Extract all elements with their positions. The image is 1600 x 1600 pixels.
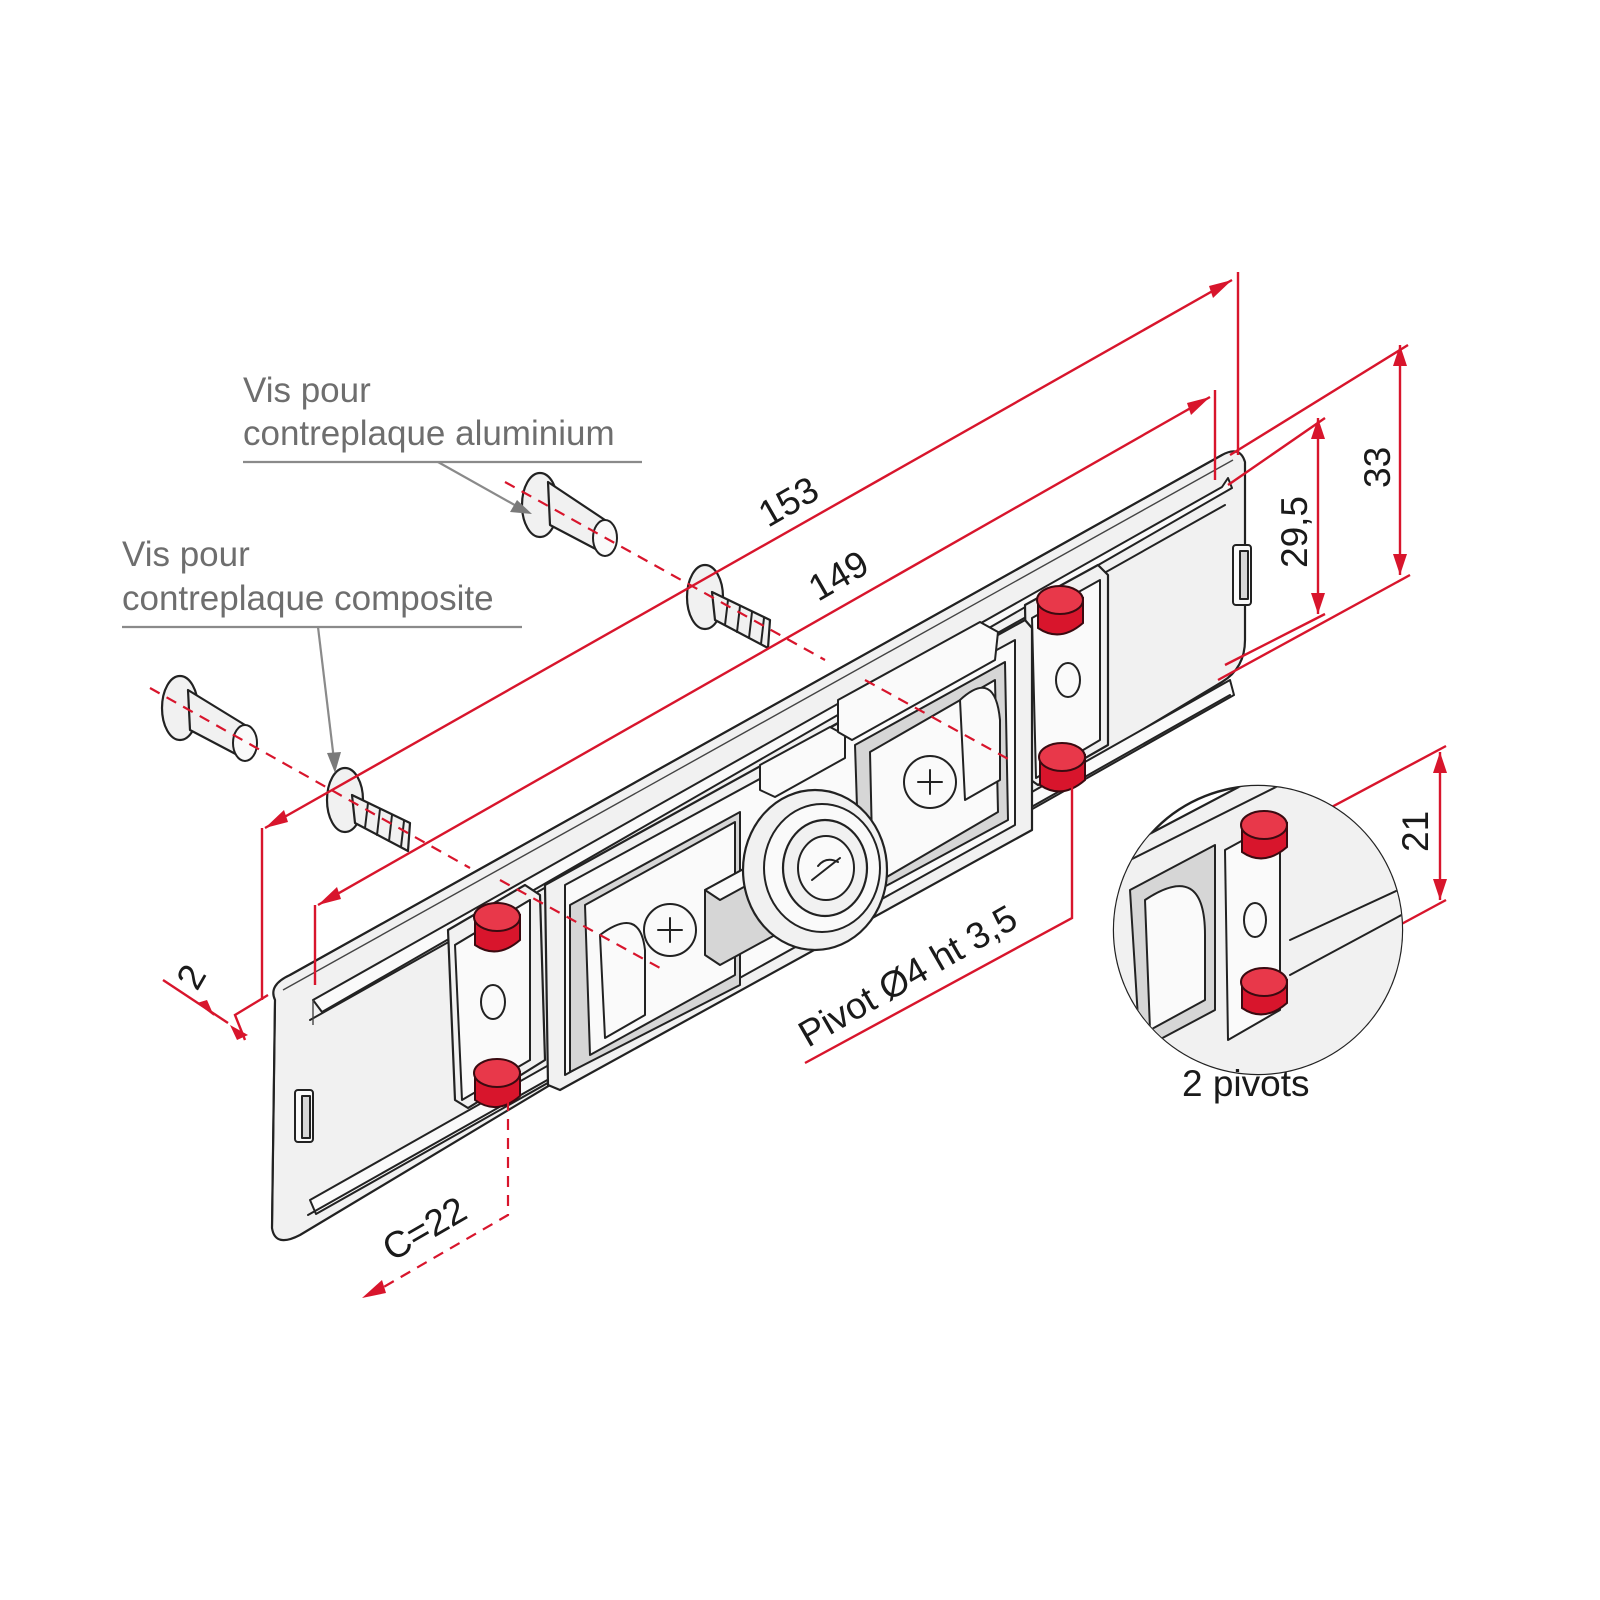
screw-aluminium-upper bbox=[520, 471, 618, 557]
strike-plate-assembly bbox=[270, 450, 1252, 1242]
pivot-detail-view bbox=[1112, 784, 1404, 1076]
callout-composite-line2: contreplaque composite bbox=[122, 579, 494, 618]
callout-aluminium-line1: Vis pour bbox=[243, 371, 371, 410]
callout-aluminium-line2: contreplaque aluminium bbox=[243, 414, 615, 453]
pivot-bottom-left bbox=[473, 1058, 521, 1108]
key-cylinder bbox=[741, 788, 889, 952]
dim-pivot-spacing: 21 bbox=[1395, 811, 1436, 852]
screw-aluminium-lower bbox=[160, 674, 258, 762]
dim-height-total: 33 bbox=[1357, 447, 1398, 488]
right-bracket-hole bbox=[1055, 662, 1081, 698]
detail-pivot-top bbox=[1240, 810, 1288, 860]
dim-thickness: 2 bbox=[168, 958, 214, 996]
dim-center: C=22 bbox=[376, 1189, 474, 1269]
base-plate-edge bbox=[271, 999, 276, 1229]
callout-leaders bbox=[122, 460, 642, 773]
dim-length-total: 153 bbox=[752, 469, 826, 535]
dim-length-inner: 149 bbox=[802, 543, 876, 609]
screw-composite-lower bbox=[325, 766, 412, 853]
detail-caption: 2 pivots bbox=[1182, 1063, 1310, 1104]
detail-pivot-bottom bbox=[1240, 967, 1288, 1016]
callout-composite-line1: Vis pour bbox=[122, 535, 250, 574]
dimension-lines bbox=[162, 272, 1447, 1298]
dim-height-inner: 29,5 bbox=[1274, 496, 1315, 568]
pivot-top-left bbox=[473, 902, 521, 953]
pivot-bottom-right bbox=[1038, 742, 1086, 793]
left-bracket-hole bbox=[480, 984, 506, 1020]
pivot-top-right bbox=[1036, 585, 1084, 636]
